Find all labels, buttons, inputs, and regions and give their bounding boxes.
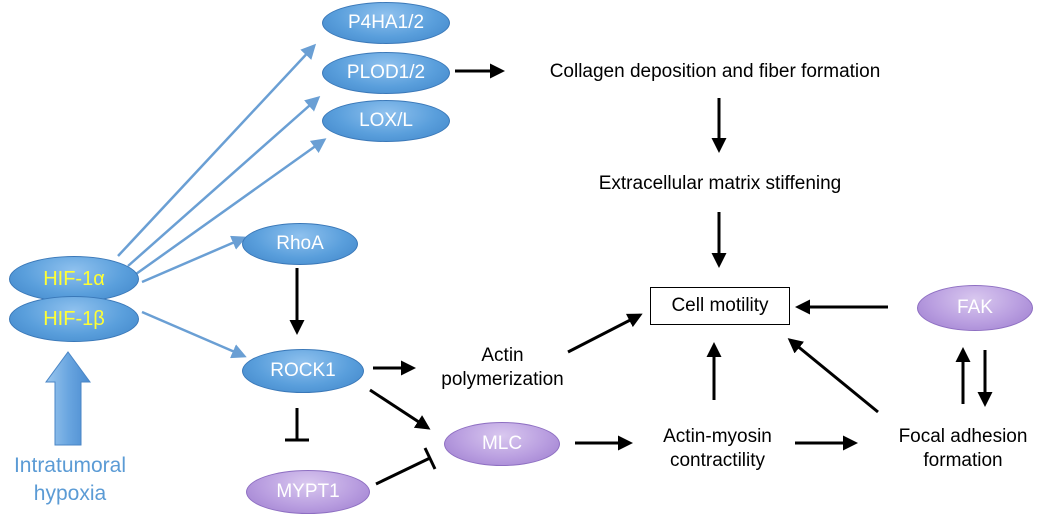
focal-line1: Focal adhesion [898, 426, 1028, 447]
fak-label: FAK [957, 297, 993, 318]
arrow-hif-to-p4ha [117, 43, 317, 257]
black-arrows [289, 63, 993, 451]
arrow-hif-to-lox [135, 138, 327, 276]
arrow-rock1-to-mlc [369, 388, 431, 430]
p4ha-node: P4HA1/2 [322, 2, 450, 44]
rock1-label: ROCK1 [270, 360, 336, 381]
rhoa-node: RhoA [242, 223, 358, 265]
actomyosin-line2: contractility [669, 450, 766, 471]
inhibit-mypt1-to-mlc-bar [423, 447, 437, 470]
hif1b-node: HIF-1β [9, 296, 139, 342]
arrow-actinpoly-to-motility [567, 313, 643, 354]
rhoa-label: RhoA [276, 233, 324, 254]
actin-poly-line1: Actin [481, 345, 524, 366]
actin-poly-line2: polymerization [441, 369, 564, 390]
p4ha-label: P4HA1/2 [347, 12, 425, 33]
inhibit-mypt1-to-mlc-stem [375, 456, 431, 486]
hypoxia-line2: hypoxia [33, 482, 107, 505]
arrow-focal-to-motility [787, 338, 879, 414]
actin-polymerization-label: Actin polymerization [420, 344, 585, 392]
actomyosin-line1: Actin-myosin [663, 426, 772, 447]
arrow-hif-to-plod [127, 96, 321, 267]
hypoxia-line1: Intratumoral [13, 454, 127, 477]
plod-node: PLOD1/2 [322, 52, 450, 94]
rock1-node: ROCK1 [242, 349, 364, 393]
arrow-hif-to-rock1 [141, 310, 247, 359]
mypt1-node: MYPT1 [246, 470, 370, 514]
collagen-label: Collagen deposition and fiber formation [549, 61, 881, 82]
arrow-hif-to-rhoa [141, 235, 247, 284]
mlc-node: MLC [444, 422, 560, 466]
cell-motility-box: Cell motility [650, 287, 790, 325]
lox-label: LOX/L [359, 110, 413, 131]
focal-line2: formation [923, 450, 1003, 471]
plod-label: PLOD1/2 [346, 62, 426, 83]
ecm-label: Extracellular matrix stiffening [598, 173, 842, 194]
fak-node: FAK [917, 285, 1033, 331]
focal-adhesion-label: Focal adhesion formation [878, 425, 1048, 473]
lox-node: LOX/L [322, 100, 450, 142]
cell-motility-label: Cell motility [671, 295, 769, 316]
hypoxia-label: Intratumoral hypoxia [0, 452, 140, 508]
hypoxia-up-arrow [45, 351, 91, 446]
mypt1-label: MYPT1 [276, 481, 340, 502]
inhibition-lines [285, 408, 437, 486]
hif-blue-arrows [117, 43, 327, 359]
actomyosin-label: Actin-myosin contractility [635, 425, 800, 473]
mlc-label: MLC [481, 433, 523, 454]
hif1a-label: HIF-1α [43, 267, 105, 290]
hif1b-label: HIF-1β [43, 307, 105, 330]
hif1a-node: HIF-1α [9, 256, 139, 302]
